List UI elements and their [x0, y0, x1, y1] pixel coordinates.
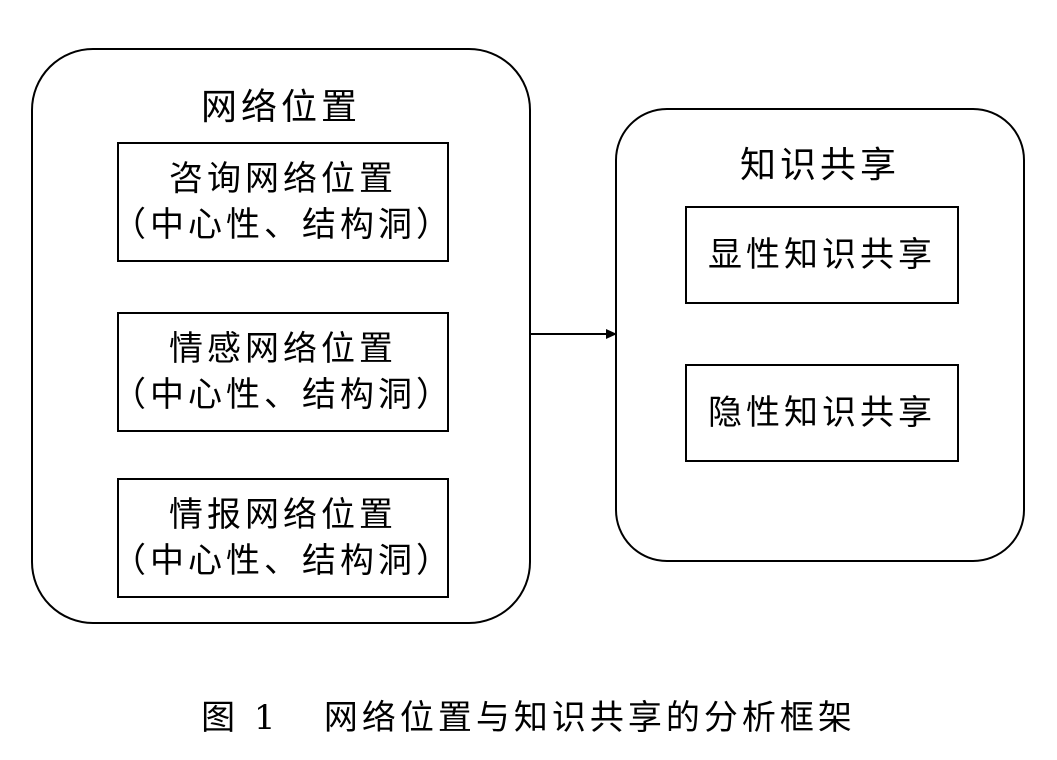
- advice-network-position-label: 咨询网络位置: [169, 159, 397, 199]
- figure-caption: 图 1 网络位置与知识共享的分析框架: [201, 698, 856, 738]
- affective-network-position-box: 情感网络位置 （中心性、结构洞）: [112, 312, 450, 432]
- advice-network-position-detail: （中心性、结构洞）: [112, 205, 454, 245]
- explicit-knowledge-sharing-label: 显性知识共享: [708, 235, 936, 275]
- affective-network-position-label: 情感网络位置: [169, 329, 397, 369]
- network-position-group: 网络位置 咨询网络位置 （中心性、结构洞） 情感网络位置 （中心性、结构洞） 情…: [31, 48, 531, 624]
- tacit-knowledge-sharing-label: 隐性知识共享: [708, 393, 936, 433]
- information-network-position-box: 情报网络位置 （中心性、结构洞）: [112, 478, 450, 598]
- network-position-title: 网络位置: [200, 87, 361, 128]
- knowledge-sharing-title: 知识共享: [739, 145, 900, 186]
- influence-arrow: [530, 329, 617, 339]
- arrow-head: [606, 329, 617, 339]
- information-network-position-label: 情报网络位置: [169, 495, 397, 535]
- information-network-position-detail: （中心性、结构洞）: [112, 541, 454, 581]
- affective-network-position-detail: （中心性、结构洞）: [112, 375, 454, 415]
- explicit-knowledge-sharing-box: 显性知识共享: [685, 206, 959, 304]
- tacit-knowledge-sharing-box: 隐性知识共享: [685, 364, 959, 462]
- advice-network-position-box: 咨询网络位置 （中心性、结构洞）: [112, 142, 450, 262]
- knowledge-sharing-group: 知识共享 显性知识共享 隐性知识共享: [615, 108, 1025, 562]
